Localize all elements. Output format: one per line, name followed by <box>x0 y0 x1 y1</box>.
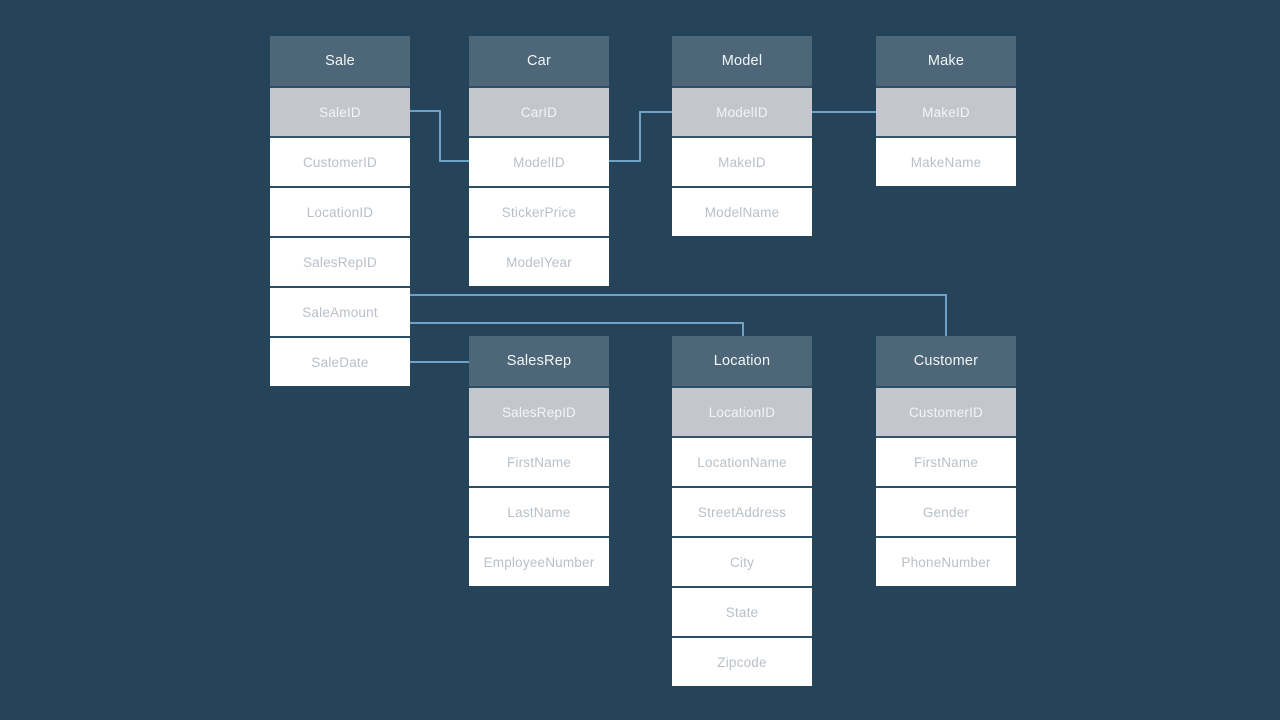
entity-title-model: Model <box>672 36 812 86</box>
field-location-4[interactable]: State <box>672 586 812 636</box>
entity-title-car: Car <box>469 36 609 86</box>
field-location-3[interactable]: City <box>672 536 812 586</box>
connector-sale-customerid-to-customer <box>410 294 947 338</box>
primary-key-field-model-0[interactable]: ModelID <box>672 86 812 136</box>
field-sale-3[interactable]: SalesRepID <box>270 236 410 286</box>
field-salesrep-1[interactable]: FirstName <box>469 436 609 486</box>
primary-key-field-customer-0[interactable]: CustomerID <box>876 386 1016 436</box>
field-location-5[interactable]: Zipcode <box>672 636 812 686</box>
field-sale-4[interactable]: SaleAmount <box>270 286 410 336</box>
field-model-1[interactable]: MakeID <box>672 136 812 186</box>
field-car-3[interactable]: ModelYear <box>469 236 609 286</box>
entity-title-location: Location <box>672 336 812 386</box>
entity-title-sale: Sale <box>270 36 410 86</box>
connector-car-modelid-to-model-modelid <box>607 111 674 162</box>
primary-key-field-sale-0[interactable]: SaleID <box>270 86 410 136</box>
field-customer-1[interactable]: FirstName <box>876 436 1016 486</box>
field-customer-2[interactable]: Gender <box>876 486 1016 536</box>
primary-key-field-salesrep-0[interactable]: SalesRepID <box>469 386 609 436</box>
field-sale-2[interactable]: LocationID <box>270 186 410 236</box>
entity-title-make: Make <box>876 36 1016 86</box>
entity-title-customer: Customer <box>876 336 1016 386</box>
primary-key-field-location-0[interactable]: LocationID <box>672 386 812 436</box>
field-car-1[interactable]: ModelID <box>469 136 609 186</box>
field-make-1[interactable]: MakeName <box>876 136 1016 186</box>
field-model-2[interactable]: ModelName <box>672 186 812 236</box>
entity-title-salesrep: SalesRep <box>469 336 609 386</box>
connector-sale-saleid-to-car-modelid <box>408 110 471 162</box>
field-location-2[interactable]: StreetAddress <box>672 486 812 536</box>
field-sale-5[interactable]: SaleDate <box>270 336 410 386</box>
field-car-2[interactable]: StickerPrice <box>469 186 609 236</box>
field-salesrep-2[interactable]: LastName <box>469 486 609 536</box>
field-customer-3[interactable]: PhoneNumber <box>876 536 1016 586</box>
field-location-1[interactable]: LocationName <box>672 436 812 486</box>
field-salesrep-3[interactable]: EmployeeNumber <box>469 536 609 586</box>
primary-key-field-make-0[interactable]: MakeID <box>876 86 1016 136</box>
field-sale-1[interactable]: CustomerID <box>270 136 410 186</box>
primary-key-field-car-0[interactable]: CarID <box>469 86 609 136</box>
